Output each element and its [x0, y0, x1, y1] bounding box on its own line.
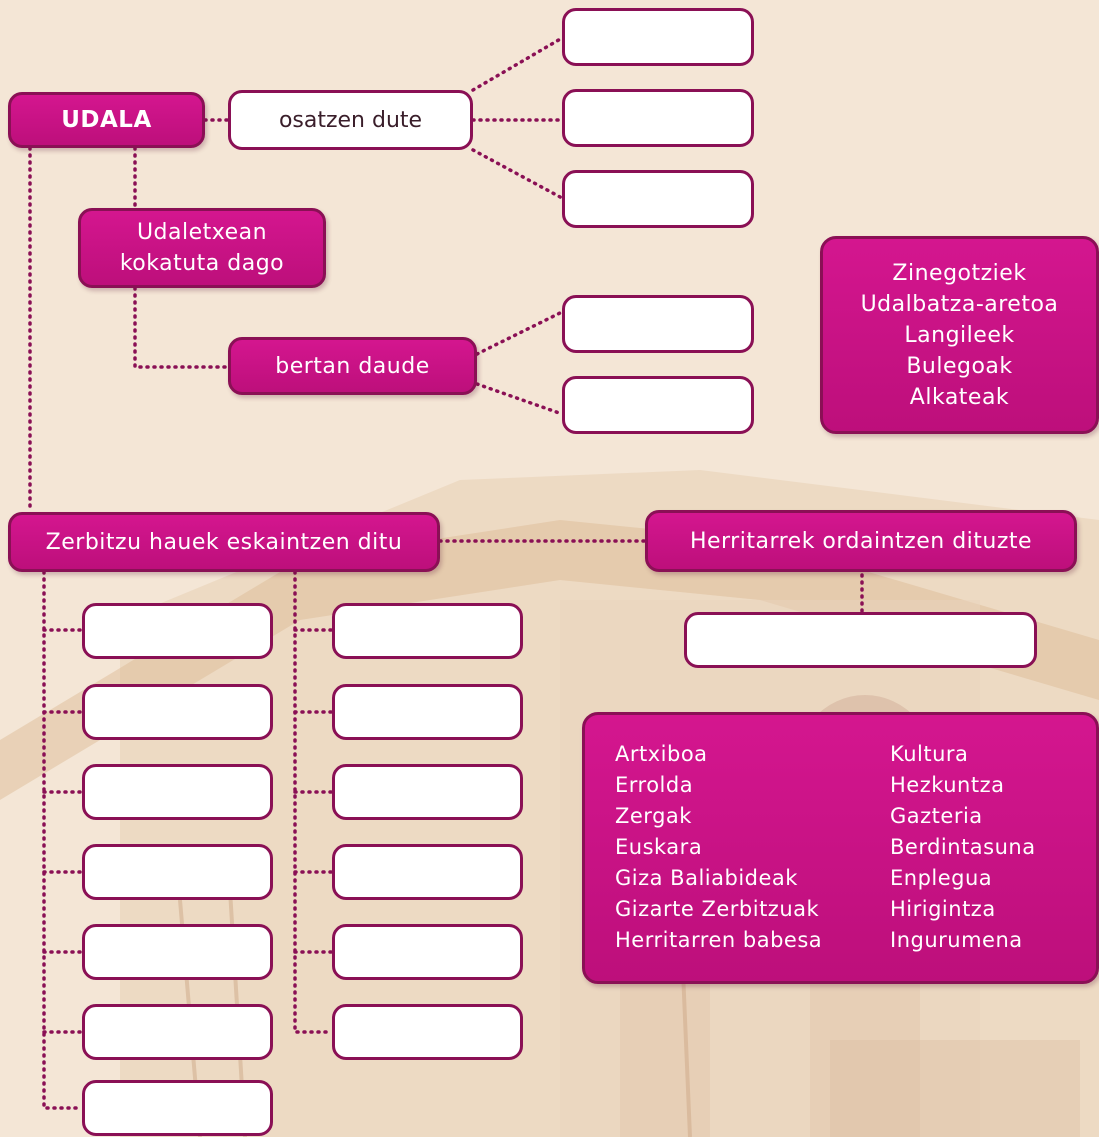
answer-box-service-right-6[interactable] [332, 1004, 523, 1060]
answer-box-bertan-1[interactable] [562, 295, 754, 353]
answer-box-service-right-3[interactable] [332, 764, 523, 820]
word-bank-2-item: Artxiboa [615, 742, 708, 766]
word-bank-1-item: Bulegoak [906, 353, 1013, 379]
word-bank-2-item: Euskara [615, 835, 703, 859]
answer-box-service-right-2[interactable] [332, 684, 523, 740]
answer-box-herritarrek[interactable] [684, 612, 1037, 668]
osatzen-dute-node: osatzen dute [228, 90, 473, 150]
word-bank-2-item: Berdintasuna [890, 835, 1036, 859]
word-bank-1-item: Zinegotziek [892, 260, 1027, 286]
zerbitzu-node: Zerbitzu hauek eskaintzen ditu [8, 512, 440, 572]
udaletxean-line-1: Udaletxean [136, 220, 268, 245]
answer-box-service-left-4[interactable] [82, 844, 273, 900]
word-bank-2-item: Herritarren babesa [615, 928, 823, 952]
answer-box-service-left-3[interactable] [82, 764, 273, 820]
answer-box-service-right-1[interactable] [332, 603, 523, 659]
answer-box-service-right-4[interactable] [332, 844, 523, 900]
answer-box-osatzen-3[interactable] [562, 170, 754, 228]
word-bank-2-item: Gazteria [890, 804, 983, 828]
answer-box-service-left-7[interactable] [82, 1080, 273, 1136]
bertan-daude-node: bertan daude [228, 337, 477, 395]
word-bank-2-left-column: Artxiboa Errolda Zergak Euskara Giza Bal… [615, 739, 822, 956]
answer-box-service-left-1[interactable] [82, 603, 273, 659]
word-bank-1-item: Langileek [904, 322, 1015, 348]
herritarrek-node: Herritarrek ordaintzen dituzte [645, 510, 1077, 572]
word-bank-2-item: Errolda [615, 773, 694, 797]
answer-box-service-left-5[interactable] [82, 924, 273, 980]
udaletxean-line-2: kokatuta dago [119, 251, 285, 276]
udaletxean-node: Udaletxean kokatuta dago [78, 208, 326, 288]
word-bank-2-item: Zergak [615, 804, 692, 828]
word-bank-2-item: Kultura [890, 742, 969, 766]
word-bank-1-item: Alkateak [909, 384, 1010, 410]
word-bank-1-item: Udalbatza-aretoa [860, 291, 1059, 317]
udala-node: UDALA [8, 92, 205, 148]
answer-box-service-left-2[interactable] [82, 684, 273, 740]
answer-box-service-right-5[interactable] [332, 924, 523, 980]
answer-box-osatzen-1[interactable] [562, 8, 754, 66]
answer-box-service-left-6[interactable] [82, 1004, 273, 1060]
word-bank-2-item: Hezkuntza [890, 773, 1005, 797]
word-bank-2-item: Gizarte Zerbitzuak [615, 897, 820, 921]
word-bank-2-item: Enplegua [890, 866, 993, 890]
word-bank-2-item: Hirigintza [890, 897, 996, 921]
word-bank-1: Zinegotziek Udalbatza-aretoa Langileek B… [820, 236, 1099, 434]
answer-box-osatzen-2[interactable] [562, 89, 754, 147]
answer-box-bertan-2[interactable] [562, 376, 754, 434]
word-bank-2-right-column: Kultura Hezkuntza Gazteria Berdintasuna … [890, 739, 1036, 956]
word-bank-2-item: Ingurumena [890, 928, 1023, 952]
word-bank-2: Artxiboa Errolda Zergak Euskara Giza Bal… [582, 712, 1099, 984]
word-bank-2-item: Giza Baliabideak [615, 866, 798, 890]
